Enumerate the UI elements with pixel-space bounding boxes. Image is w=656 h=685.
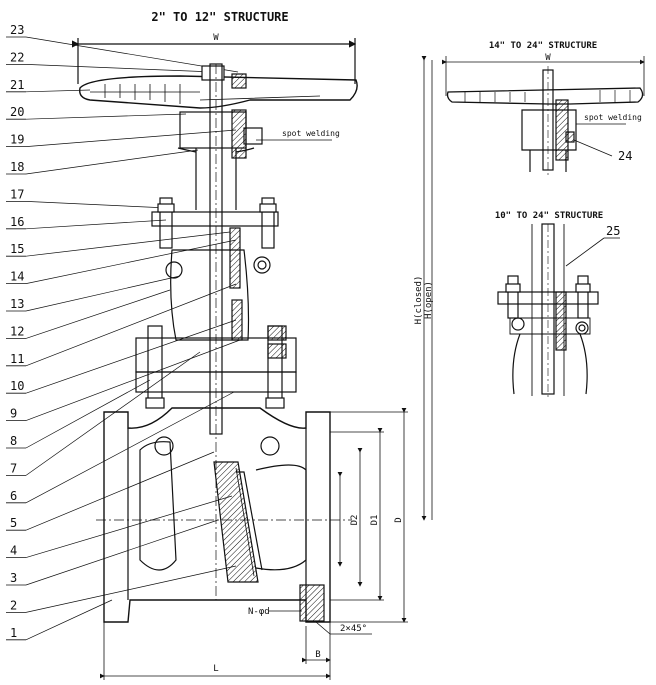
dim-D2-label: D2 <box>350 515 360 526</box>
part-leader-line <box>25 451 215 531</box>
part-number-25: 25 <box>606 224 620 238</box>
part-number-7: 7 <box>10 461 17 475</box>
part-number-6: 6 <box>10 489 17 503</box>
title-top-right: 14" TO 24" STRUCTURE <box>489 41 597 51</box>
part-number-22: 22 <box>10 50 24 64</box>
part-number-20: 20 <box>10 105 24 119</box>
part-number-2: 2 <box>10 598 17 612</box>
part-number-4: 4 <box>10 544 17 558</box>
part-leader-line <box>25 113 187 120</box>
spot-welding-right-label: spot welding <box>584 113 642 122</box>
dim-bolt-holes-label: N-φd <box>248 607 270 617</box>
detail-14-24 <box>442 56 645 178</box>
part-number-11: 11 <box>10 352 24 366</box>
part-number-15: 15 <box>10 242 24 256</box>
part-number-3: 3 <box>10 571 17 585</box>
part-leader-line <box>25 599 113 641</box>
part-number-17: 17 <box>10 187 24 201</box>
title-main: 2" TO 12" STRUCTURE <box>151 10 288 24</box>
main-valve <box>72 38 433 680</box>
part-leader-line <box>25 391 235 504</box>
dim-D1-label: D1 <box>370 515 380 526</box>
part-number-9: 9 <box>10 407 17 421</box>
part-number-14: 14 <box>10 270 24 284</box>
detail-10-24 <box>497 223 620 400</box>
part-leader-line <box>25 351 201 476</box>
dim-W-label: W <box>213 33 219 43</box>
part-number-21: 21 <box>10 78 24 92</box>
spot-welding-main-label: spot welding <box>282 129 340 138</box>
part-leader-line <box>25 565 237 613</box>
dim-W-right-label: W <box>545 53 551 63</box>
dim-H-open-label: H(open) <box>424 281 434 319</box>
part-leader-line <box>25 231 231 257</box>
part-number-13: 13 <box>10 297 24 311</box>
part-number-8: 8 <box>10 434 17 448</box>
part-leader-line <box>25 289 171 339</box>
dim-B-label: B <box>315 650 320 660</box>
part-number-24: 24 <box>618 149 632 163</box>
part-number-18: 18 <box>10 160 24 174</box>
part-leader-line <box>25 201 169 209</box>
part-leader-line <box>25 219 167 230</box>
title-mid-right: 10" TO 24" STRUCTURE <box>495 211 603 221</box>
dim-D-label: D <box>394 517 404 522</box>
part-number-23: 23 <box>10 23 24 37</box>
part-number-10: 10 <box>10 379 24 393</box>
part-leader-line <box>25 129 237 147</box>
part-number-1: 1 <box>10 626 17 640</box>
part-number-5: 5 <box>10 516 17 530</box>
part-leader-line <box>25 283 237 367</box>
part-leader-line <box>25 495 233 558</box>
part-leader-line <box>25 275 181 312</box>
dim-H-closed-label: H(closed) <box>414 276 424 325</box>
part-number-12: 12 <box>10 324 24 338</box>
part-number-19: 19 <box>10 133 24 147</box>
part-leader-line <box>25 319 237 394</box>
part-leader-line <box>25 149 199 175</box>
part-number-16: 16 <box>10 215 24 229</box>
part-leader-line <box>25 519 219 586</box>
part-leader-line <box>25 64 215 73</box>
part-leader-line <box>25 379 151 449</box>
part-leader-line <box>25 239 237 284</box>
part-leader-line <box>25 339 241 421</box>
dim-L-label: L <box>213 664 218 674</box>
dim-chamfer-label: 2×45° <box>340 624 367 634</box>
